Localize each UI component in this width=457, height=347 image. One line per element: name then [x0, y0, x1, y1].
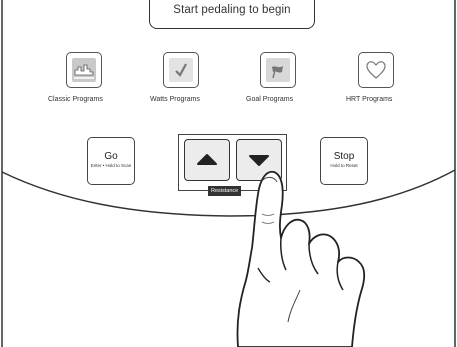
pointing-hand-icon — [0, 0, 457, 347]
console-panel: Start pedaling to begin Classic Programs… — [0, 0, 457, 347]
